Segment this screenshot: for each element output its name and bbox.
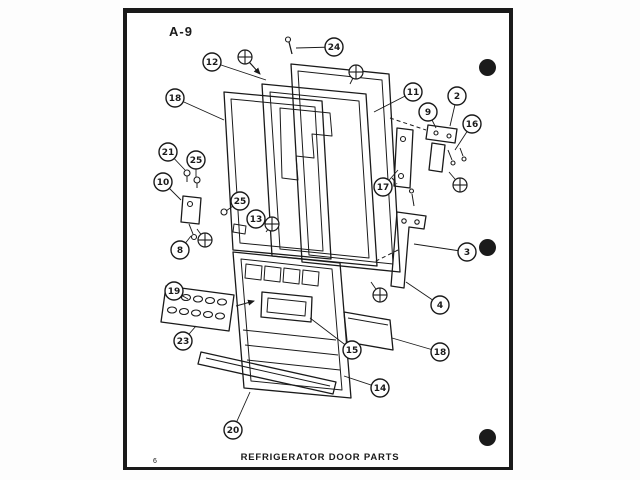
- svg-text:25: 25: [190, 156, 203, 166]
- part-callout-17: 17: [373, 169, 399, 197]
- screw-icon: [348, 64, 364, 85]
- registration-dot: [479, 429, 496, 446]
- part-callout-21: 21: [158, 142, 186, 171]
- page-number: 6: [153, 458, 157, 465]
- svg-text:8: 8: [177, 246, 183, 256]
- svg-text:2: 2: [454, 92, 460, 102]
- registration-dot: [479, 239, 496, 256]
- svg-text:19: 19: [168, 287, 181, 297]
- upper-hinge-bracket: [425, 124, 467, 173]
- svg-text:9: 9: [425, 108, 431, 118]
- part-callout-23: 23: [173, 325, 197, 351]
- outer-door-panel: [223, 91, 332, 260]
- part-callout-16: 16: [454, 114, 482, 151]
- top-screw-pin: [284, 36, 293, 55]
- svg-text:15: 15: [346, 346, 359, 356]
- part-callout-4: 4: [405, 281, 450, 315]
- part-callout-9: 9: [418, 102, 438, 129]
- svg-text:25: 25: [234, 197, 247, 207]
- svg-text:20: 20: [227, 426, 240, 436]
- svg-text:3: 3: [464, 248, 470, 258]
- screw-symbols-layer: [196, 49, 468, 303]
- page-title: A-9: [169, 24, 193, 39]
- svg-text:18: 18: [169, 94, 182, 104]
- svg-text:12: 12: [206, 58, 219, 68]
- svg-text:13: 13: [250, 215, 263, 225]
- hinge-filler-bar: [393, 127, 414, 189]
- lower-hinge-bracket: [390, 188, 427, 289]
- part-callout-18: 18: [165, 88, 225, 121]
- svg-text:4: 4: [437, 301, 443, 311]
- door-stop-hinge-parts: [180, 169, 247, 241]
- part-callout-18: 18: [391, 337, 450, 362]
- svg-text:14: 14: [374, 384, 387, 394]
- door-bottom-trim: [197, 351, 337, 395]
- part-callout-10: 10: [153, 172, 182, 201]
- screw-icon: [370, 281, 388, 303]
- part-callout-24: 24: [295, 37, 344, 57]
- svg-text:16: 16: [466, 120, 479, 130]
- door-shelf-bar: [343, 311, 394, 351]
- inner-door-panel: [261, 83, 378, 267]
- screw-icon: [264, 216, 280, 233]
- screw-icon: [237, 49, 260, 74]
- part-callout-2: 2: [447, 86, 467, 127]
- svg-text:23: 23: [177, 337, 190, 347]
- part-callout-3: 3: [413, 242, 477, 262]
- svg-text:24: 24: [328, 43, 341, 53]
- screw-icon: [196, 228, 213, 248]
- diagram-caption: REFRIGERATOR DOOR PARTS: [240, 452, 400, 463]
- part-callout-13: 13: [246, 209, 266, 229]
- part-callout-20: 20: [223, 391, 251, 440]
- part-callout-11: 11: [373, 82, 423, 113]
- part-callout-14: 14: [343, 375, 390, 398]
- svg-text:10: 10: [157, 178, 170, 188]
- part-callout-15: 15: [309, 317, 362, 360]
- part-callout-25: 25: [186, 150, 206, 177]
- part-callout-12: 12: [202, 52, 267, 81]
- svg-text:21: 21: [162, 148, 175, 158]
- part-callout-8: 8: [170, 235, 192, 260]
- egg-tray: [160, 285, 235, 332]
- svg-text:17: 17: [377, 183, 390, 193]
- registration-dot: [479, 59, 496, 76]
- alignment-dashed-lines: [373, 117, 427, 263]
- page-border-frame: [123, 8, 513, 470]
- screw-icon: [448, 171, 468, 193]
- svg-text:18: 18: [434, 348, 447, 358]
- butter-compartment-door: [260, 291, 313, 323]
- lower-door-assembly: [232, 251, 352, 399]
- door-gasket: [290, 63, 401, 273]
- svg-text:11: 11: [407, 88, 420, 98]
- assembly-arrows: [235, 61, 261, 307]
- part-callout-25: 25: [225, 191, 250, 212]
- part-callout-19: 19: [164, 281, 189, 301]
